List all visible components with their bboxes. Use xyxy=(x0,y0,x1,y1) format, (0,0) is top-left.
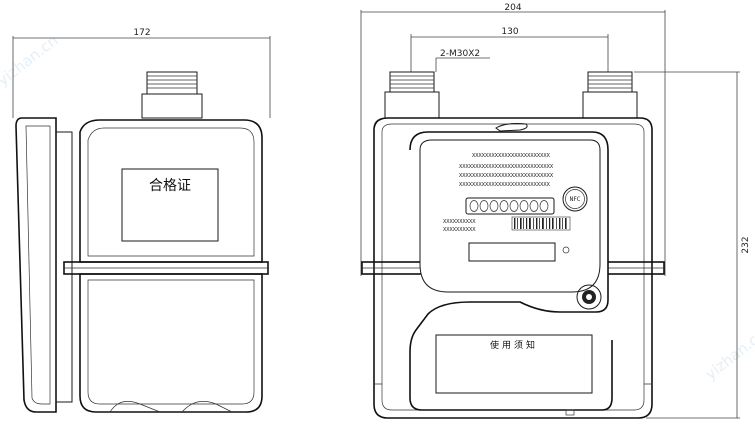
counter-window xyxy=(465,197,555,215)
nfc-icon xyxy=(562,186,588,212)
spec-row-5: XXXXXXXXXX xyxy=(443,219,476,225)
control-button xyxy=(576,284,602,310)
right-outlet-thread xyxy=(587,71,633,93)
front-width-label: 204 xyxy=(504,3,521,13)
side-width-label: 172 xyxy=(133,28,150,38)
barcode xyxy=(511,216,571,231)
spec-row-6: XXXXXXXXXX xyxy=(443,227,476,233)
side-body-lower xyxy=(79,273,263,413)
right-outlet-base xyxy=(582,91,638,119)
brand-logo-icon xyxy=(495,123,528,132)
watermark-right: yizhan.cn xyxy=(702,325,755,383)
instructions-label xyxy=(435,334,593,394)
indicator-led-icon xyxy=(562,246,570,254)
side-outlet-base xyxy=(141,93,203,119)
watermark-left: yizhan.cn xyxy=(0,31,61,89)
nfc-label: NFC xyxy=(570,196,581,203)
front-body-outline xyxy=(373,117,653,419)
bottom-seal-tab xyxy=(565,409,575,416)
side-outlet-thread xyxy=(146,71,198,95)
spec-row-2: XXXXXXXXXXXXXXXXXXXXXXXXXXXXX xyxy=(459,164,554,170)
counter-digit-wheels xyxy=(469,200,549,212)
side-view: 172 合格证 xyxy=(12,28,271,413)
side-body-upper xyxy=(79,119,263,263)
left-inlet-base xyxy=(384,91,440,119)
spec-row-4: XXXXXXXXXXXXXXXXXXXXXXXXXXXX xyxy=(459,182,551,188)
front-view: 204 130 2-M30X2 232 xyxy=(360,3,751,419)
height-label: 232 xyxy=(741,236,751,253)
spec-row-1: XXXXXXXXXXXXXXXXXXXXXXXX xyxy=(472,153,551,159)
inlet-spacing-label: 130 xyxy=(501,27,518,37)
side-cover-flange xyxy=(55,131,73,403)
display-panel xyxy=(419,139,601,293)
certificate-label xyxy=(121,168,219,242)
left-inlet-thread xyxy=(389,71,435,93)
certificate-text: 合格证 xyxy=(149,178,191,194)
side-front-cover xyxy=(15,117,57,413)
lcd-window xyxy=(468,242,556,262)
spec-row-3: XXXXXXXXXXXXXXXXXXXXXXXXXXXXX xyxy=(459,173,554,179)
thread-label: 2-M30X2 xyxy=(440,49,480,59)
instructions-text: 使用须知 xyxy=(490,339,538,351)
